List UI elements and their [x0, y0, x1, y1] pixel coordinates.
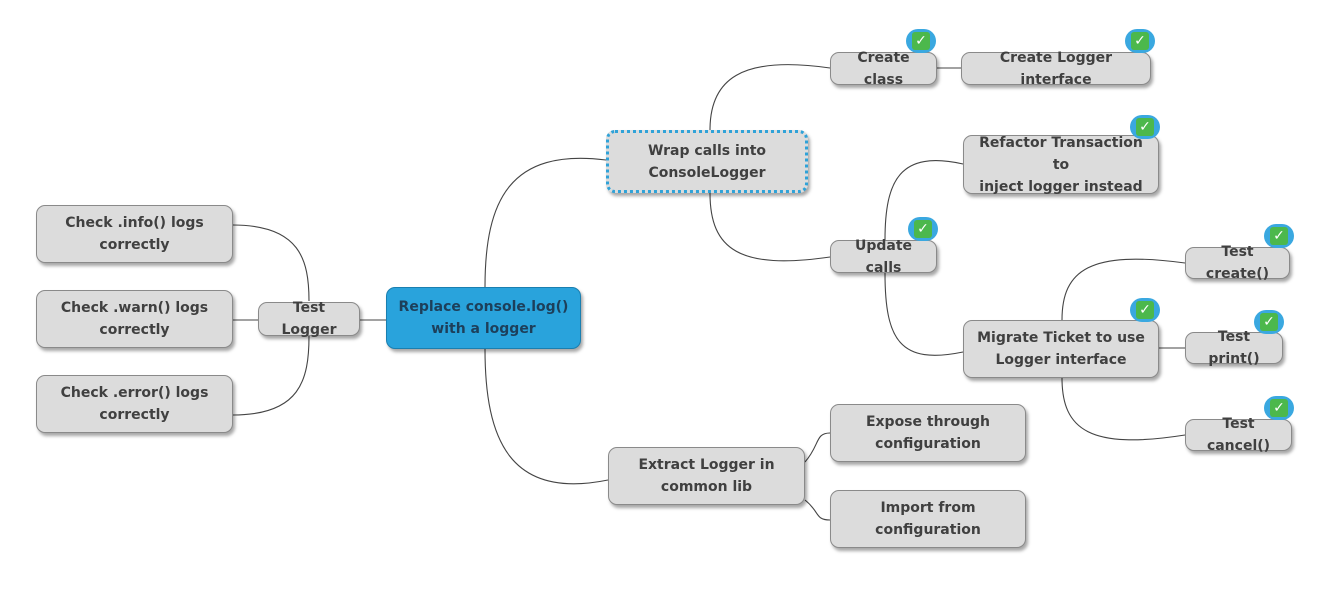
- node-refactor-transaction[interactable]: Refactor Transaction to inject logger in…: [963, 135, 1159, 195]
- node-refactor-transaction-label: Refactor Transaction to inject logger in…: [979, 134, 1143, 195]
- completed-check-icon: ✓: [1264, 396, 1294, 420]
- check-mark-icon: ✓: [1260, 313, 1278, 331]
- connector: [709, 192, 831, 262]
- connector: [484, 348, 609, 485]
- node-extract-logger[interactable]: Extract Logger in common lib: [608, 447, 805, 505]
- connector: [804, 499, 831, 521]
- completed-check-icon: ✓: [1130, 115, 1160, 139]
- check-mark-icon: ✓: [1270, 227, 1288, 245]
- node-test-print[interactable]: Test print(): [1185, 329, 1283, 367]
- node-extract-logger-label: Extract Logger in common lib: [638, 457, 775, 495]
- completed-check-icon: ✓: [1254, 310, 1284, 334]
- node-check-error-label: Check .error() logs correctly: [60, 385, 209, 423]
- node-check-error[interactable]: Check .error() logs correctly: [36, 375, 233, 433]
- node-check-warn[interactable]: Check .warn() logs correctly: [36, 290, 233, 348]
- node-expose-config[interactable]: Expose through configuration: [830, 404, 1026, 462]
- connector: [709, 64, 831, 131]
- connector: [804, 432, 831, 463]
- completed-check-icon: ✓: [908, 217, 938, 241]
- node-migrate-ticket-label: Migrate Ticket to use Logger interface: [977, 330, 1145, 368]
- connector: [484, 157, 607, 288]
- node-check-info[interactable]: Check .info() logs correctly: [36, 205, 233, 263]
- node-expose-config-label: Expose through configuration: [865, 414, 991, 452]
- connector: [232, 224, 310, 302]
- connector: [1061, 258, 1186, 321]
- node-test-create-label: Test create(): [1205, 244, 1270, 282]
- node-root[interactable]: Replace console.log() with a logger: [386, 287, 581, 349]
- node-test-cancel[interactable]: Test cancel(): [1185, 416, 1292, 454]
- node-create-logger-interface-label: Create Logger interface: [999, 49, 1113, 88]
- node-check-info-label: Check .info() logs correctly: [65, 215, 204, 253]
- node-import-config[interactable]: Import from configuration: [830, 490, 1026, 548]
- connector: [884, 160, 964, 241]
- node-migrate-ticket[interactable]: Migrate Ticket to use Logger interface: [963, 320, 1159, 378]
- node-wrap-calls[interactable]: Wrap calls into ConsoleLogger: [606, 130, 808, 193]
- node-update-calls[interactable]: Update calls: [830, 238, 937, 276]
- connector: [1061, 377, 1186, 441]
- node-test-cancel-label: Test cancel(): [1206, 416, 1271, 454]
- node-wrap-calls-label: Wrap calls into ConsoleLogger: [647, 142, 767, 181]
- completed-check-icon: ✓: [906, 29, 936, 53]
- node-test-logger[interactable]: Test Logger: [258, 300, 360, 338]
- check-mark-icon: ✓: [1131, 32, 1149, 50]
- node-update-calls-label: Update calls: [854, 237, 913, 276]
- completed-check-icon: ✓: [1125, 29, 1155, 53]
- check-mark-icon: ✓: [1270, 399, 1288, 417]
- node-root-label: Replace console.log() with a logger: [398, 299, 569, 337]
- node-test-logger-label: Test Logger: [281, 300, 337, 338]
- node-check-warn-label: Check .warn() logs correctly: [60, 300, 209, 338]
- completed-check-icon: ✓: [1130, 298, 1160, 322]
- completed-check-icon: ✓: [1264, 224, 1294, 248]
- check-mark-icon: ✓: [1136, 118, 1154, 136]
- connector: [884, 272, 964, 356]
- check-mark-icon: ✓: [914, 220, 932, 238]
- node-create-class[interactable]: Create class: [830, 50, 937, 88]
- connector: [232, 335, 310, 416]
- check-mark-icon: ✓: [912, 32, 930, 50]
- node-create-logger-interface[interactable]: Create Logger interface: [961, 50, 1151, 88]
- node-test-create[interactable]: Test create(): [1185, 244, 1290, 282]
- node-create-class-label: Create class: [857, 49, 910, 88]
- node-import-config-label: Import from configuration: [875, 500, 981, 538]
- check-mark-icon: ✓: [1136, 301, 1154, 319]
- node-test-print-label: Test print(): [1208, 329, 1260, 367]
